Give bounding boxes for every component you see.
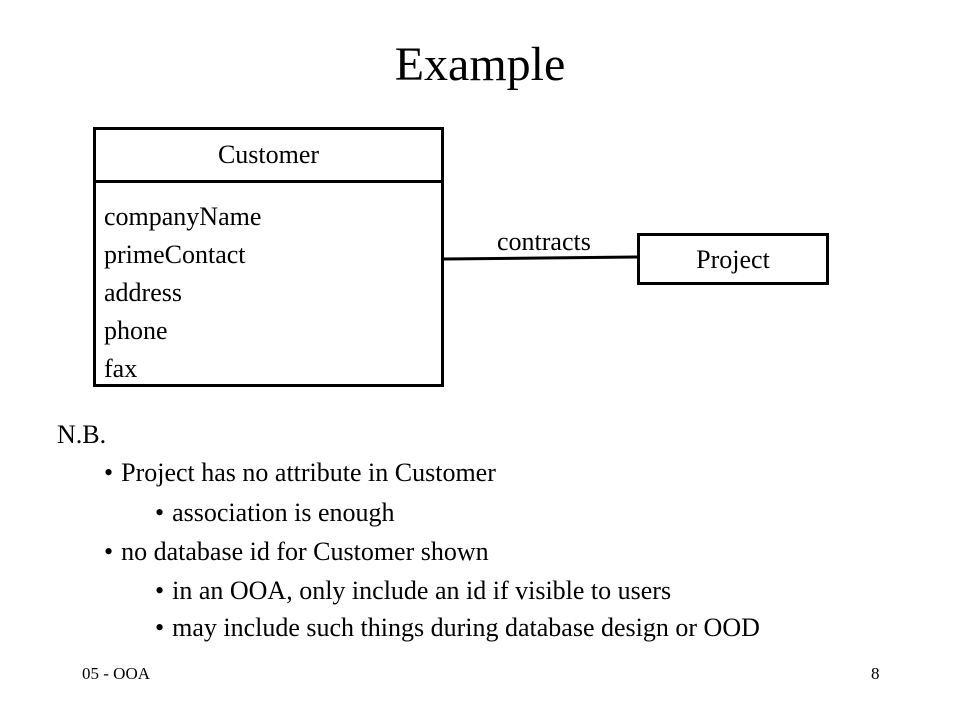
customer-class-name: Customer (96, 130, 441, 183)
note-bullet: •Project has no attribute in Customer (104, 456, 496, 490)
customer-attribute-list: companyName primeContact address phone f… (104, 198, 261, 388)
association-line (443, 255, 638, 261)
attribute-item: phone (104, 316, 168, 345)
footer-page-number: 8 (871, 664, 880, 683)
footer-course-label: 05 - OOA (82, 664, 150, 683)
slide-title: Example (394, 38, 566, 91)
note-bullet: •no database id for Customer shown (104, 535, 489, 569)
attribute-item: address (104, 278, 182, 307)
attribute-item: primeContact (104, 240, 246, 269)
bullet-icon: • (155, 498, 165, 527)
bullet-icon: • (155, 576, 165, 605)
note-heading: N.B. (57, 420, 107, 449)
bullet-icon: • (104, 458, 114, 487)
attribute-item: fax (104, 354, 138, 383)
note-text: in an OOA, only include an id if visible… (172, 576, 672, 605)
project-class-box: Project (637, 233, 829, 285)
attribute-item: companyName (104, 202, 262, 231)
bullet-icon: • (155, 613, 165, 642)
association-label: contracts (497, 227, 591, 256)
note-sub-bullet: •in an OOA, only include an id if visibl… (155, 574, 671, 608)
note-text: association is enough (172, 498, 395, 527)
note-text: no database id for Customer shown (121, 537, 489, 566)
customer-class-box: Customer companyName primeContact addres… (93, 127, 444, 387)
note-sub-bullet: •association is enough (155, 496, 395, 530)
note-text: may include such things during database … (172, 613, 760, 642)
note-sub-bullet: •may include such things during database… (155, 611, 760, 645)
bullet-icon: • (104, 537, 114, 566)
note-text: Project has no attribute in Customer (121, 458, 496, 487)
